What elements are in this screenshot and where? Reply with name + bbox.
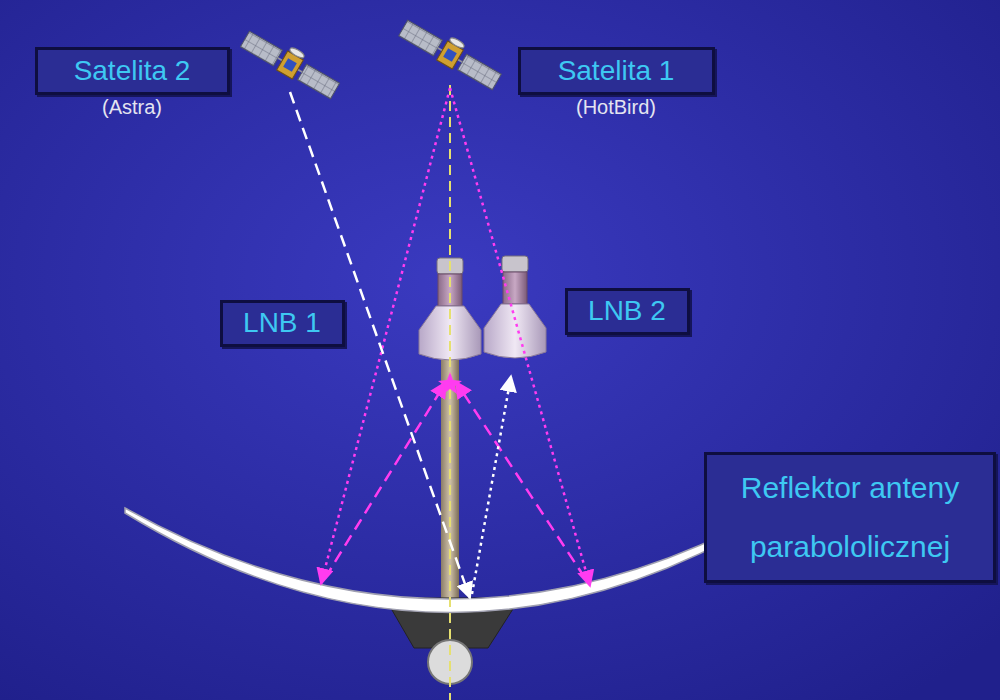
label-box: Satelita 1(HotBird) — [518, 47, 715, 95]
label-text: Satelita 1 — [558, 55, 675, 87]
label-text: Reflektor anteny parabololicznej — [719, 459, 981, 576]
label-box: LNB 1 — [220, 300, 345, 347]
label-text: LNB 2 — [588, 295, 666, 327]
label-box: LNB 2 — [565, 288, 690, 335]
lnb-icon — [484, 256, 546, 358]
satellite-icon — [398, 13, 506, 91]
focus-point — [438, 372, 462, 394]
sub-label: (Astra) — [102, 96, 162, 119]
sub-label: (HotBird) — [576, 96, 656, 119]
label-box: Reflektor anteny parabololicznej — [704, 452, 996, 583]
satellite-icon — [239, 24, 343, 100]
label-text: Satelita 2 — [74, 55, 191, 87]
axis-line — [449, 85, 451, 700]
signal-rays — [321, 88, 590, 586]
label-text: LNB 1 — [243, 307, 321, 339]
label-box: Satelita 2(Astra) — [35, 47, 230, 95]
